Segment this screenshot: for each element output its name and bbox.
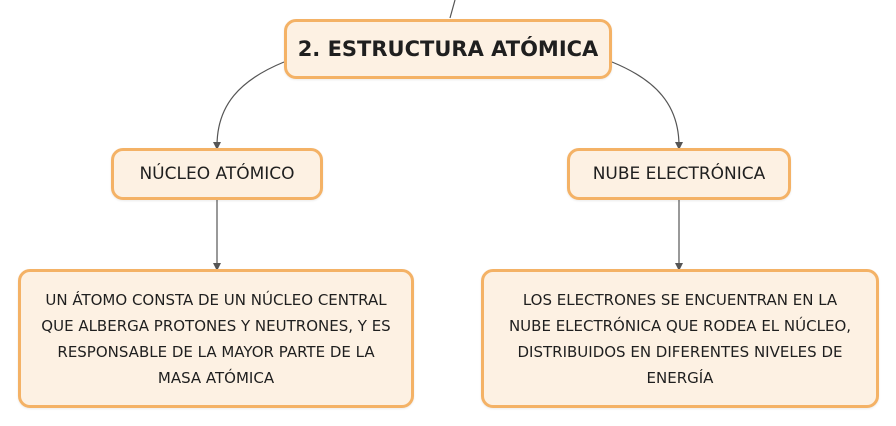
connector-root-to-nube	[611, 61, 683, 150]
root-node-label: 2. ESTRUCTURA ATÓMICA	[297, 37, 599, 61]
description-text: LOS ELECTRONES SE ENCUENTRAN EN LA NUBE …	[508, 290, 852, 387]
description-node-nube-electronica[interactable]: LOS ELECTRONES SE ENCUENTRAN EN LA NUBE …	[481, 269, 879, 408]
description-text: UN ÁTOMO CONSTA DE UN NÚCLEO CENTRAL QUE…	[41, 290, 391, 387]
branch-node-nube-electronica[interactable]: NUBE ELECTRÓNICA	[567, 148, 791, 200]
incoming-connector	[449, 0, 456, 19]
branch-node-label: NUBE ELECTRÓNICA	[592, 164, 766, 184]
branch-node-nucleo-atomico[interactable]: NÚCLEO ATÓMICO	[111, 148, 323, 200]
root-node[interactable]: 2. ESTRUCTURA ATÓMICA	[284, 19, 612, 79]
description-node-nucleo-atomico[interactable]: UN ÁTOMO CONSTA DE UN NÚCLEO CENTRAL QUE…	[18, 269, 414, 408]
branch-node-label: NÚCLEO ATÓMICO	[139, 164, 295, 184]
connector-root-to-nucleo	[213, 61, 285, 150]
